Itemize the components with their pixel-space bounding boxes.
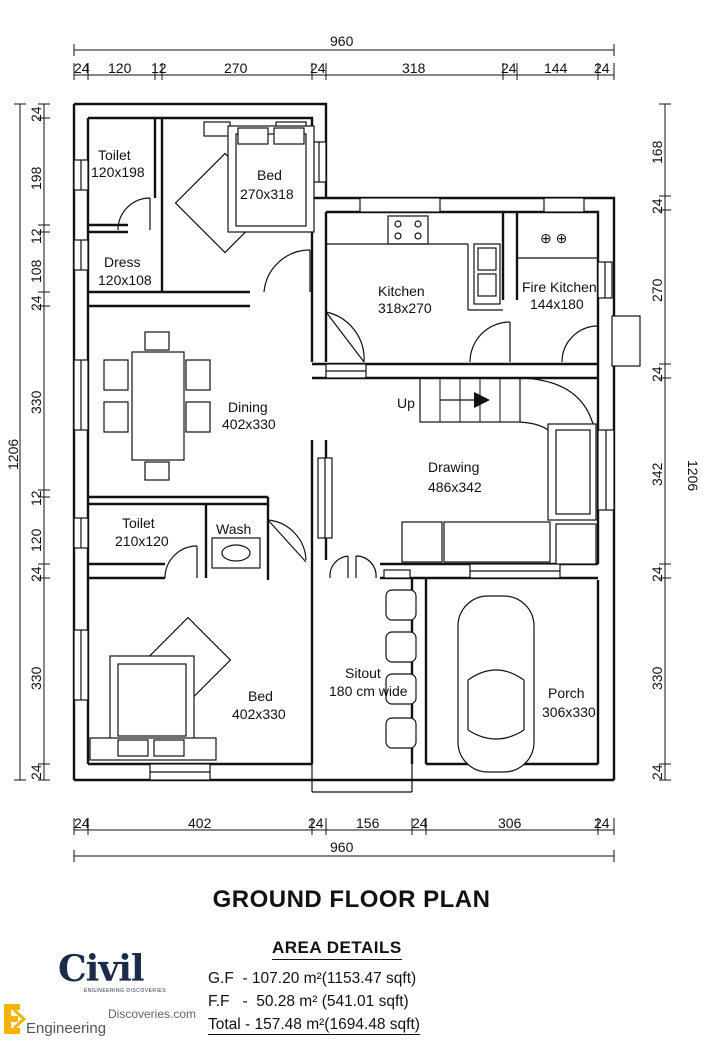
right-dim-4: 24 — [649, 366, 665, 382]
bottom-dim-3: 24 — [308, 815, 324, 831]
left-dim-9: 24 — [28, 566, 44, 582]
bottom-dimensions: 24 402 24 156 24 306 24 960 — [73, 815, 615, 862]
left-dim-7: 12 — [28, 490, 44, 506]
fire-burner-icon: ⊕ ⊕ — [540, 230, 567, 246]
area-total: Total - 157.48 m²(1694.48 sqft) — [208, 1016, 420, 1035]
right-dim-2: 24 — [649, 198, 665, 214]
top-dim-7: 24 — [501, 60, 517, 76]
top-dim-3: 12 — [151, 60, 167, 76]
doors — [117, 197, 599, 579]
floor-plan: 960 24 120 12 270 24 318 24 144 24 24 40… — [5, 33, 701, 862]
porch-name: Porch — [548, 685, 585, 701]
left-dimensions: 1206 24 198 12 108 24 330 12 120 24 330 … — [5, 103, 50, 781]
left-dim-10: 330 — [28, 666, 44, 690]
area-gf: G.F - 107.20 m²(1153.47 sqft) — [208, 970, 417, 987]
right-dim-3: 270 — [649, 278, 665, 302]
bottom-dim-4: 156 — [356, 815, 380, 831]
bed-bottom-size: 402x330 — [232, 706, 286, 722]
dining-size: 402x330 — [222, 416, 276, 432]
toilet-bottom-name: Toilet — [122, 515, 155, 531]
furniture: ⊕ ⊕ — [89, 125, 598, 773]
kitchen-name: Kitchen — [378, 283, 425, 299]
bottom-dim-2: 402 — [188, 815, 212, 831]
bottom-total-dim: 960 — [330, 839, 354, 855]
left-dim-5: 24 — [28, 295, 44, 311]
toilet-top-name: Toilet — [98, 147, 131, 163]
left-dim-2: 198 — [28, 166, 44, 190]
left-dim-1: 24 — [28, 106, 44, 122]
area-ff: F.F - 50.28 m² (541.01 sqft) — [208, 993, 409, 1010]
top-dim-5: 24 — [310, 60, 326, 76]
plan-title: GROUND FLOOR PLAN — [212, 886, 491, 913]
bottom-dim-7: 24 — [594, 815, 610, 831]
windows — [73, 121, 641, 781]
bottom-dim-5: 24 — [412, 815, 428, 831]
logo-e-icon — [4, 1004, 26, 1034]
logo-brand: Civil — [58, 948, 145, 990]
logo-engineering: Engineering — [26, 1020, 107, 1037]
top-dim-8: 144 — [544, 60, 568, 76]
drawing-name: Drawing — [428, 459, 479, 475]
right-total-dim: 1206 — [685, 460, 701, 491]
fire-kitchen-size: 144x180 — [530, 296, 584, 312]
right-dim-1: 168 — [649, 140, 665, 164]
area-details-title: AREA DETAILS — [272, 938, 402, 960]
bed-top-name: Bed — [257, 167, 282, 183]
left-dim-8: 120 — [28, 528, 44, 552]
bed-top-size: 270x318 — [240, 186, 294, 202]
top-total-dim: 960 — [330, 33, 354, 49]
top-dim-2: 120 — [108, 60, 132, 76]
top-dim-1: 24 — [74, 60, 90, 76]
stairs-up-label: Up — [397, 395, 415, 411]
left-dim-6: 330 — [28, 390, 44, 414]
kitchen-size: 318x270 — [378, 300, 432, 316]
toilet-top-size: 120x198 — [91, 164, 145, 180]
bed-bottom-name: Bed — [248, 688, 273, 704]
top-dim-9: 24 — [594, 60, 610, 76]
right-dim-8: 24 — [649, 764, 665, 780]
left-total-dim: 1206 — [5, 439, 21, 470]
wash-label: Wash — [216, 521, 251, 537]
right-dim-5: 342 — [649, 462, 665, 486]
dress-name: Dress — [104, 254, 141, 270]
right-dim-7: 330 — [649, 666, 665, 690]
top-dimensions: 960 24 120 12 270 24 318 24 144 24 — [73, 33, 615, 80]
drawing-size: 486x342 — [428, 479, 482, 495]
dress-size: 120x108 — [98, 272, 152, 288]
top-dim-6: 318 — [402, 60, 426, 76]
logo-subtitle: ENGINEERING DISCOVERIES — [84, 988, 167, 994]
right-dimensions: 168 24 270 24 342 24 330 24 1206 — [649, 103, 701, 781]
left-dim-3: 12 — [28, 228, 44, 244]
bottom-dim-6: 306 — [498, 815, 522, 831]
bottom-dim-1: 24 — [74, 815, 90, 831]
right-dim-6: 24 — [649, 566, 665, 582]
room-labels: Toilet 120x198 Bed 270x318 Dress 120x108… — [91, 147, 597, 722]
fire-kitchen-name: Fire Kitchen — [522, 279, 597, 295]
dining-name: Dining — [228, 399, 268, 415]
sitout-name: Sitout — [345, 665, 381, 681]
porch-size: 306x330 — [542, 704, 596, 720]
logo-site: Discoveries.com — [108, 1007, 197, 1021]
left-dim-11: 24 — [28, 764, 44, 780]
toilet-bottom-size: 210x120 — [115, 533, 169, 549]
left-dim-4: 108 — [28, 259, 44, 283]
sitout-size: 180 cm wide — [329, 683, 408, 699]
top-dim-4: 270 — [224, 60, 248, 76]
